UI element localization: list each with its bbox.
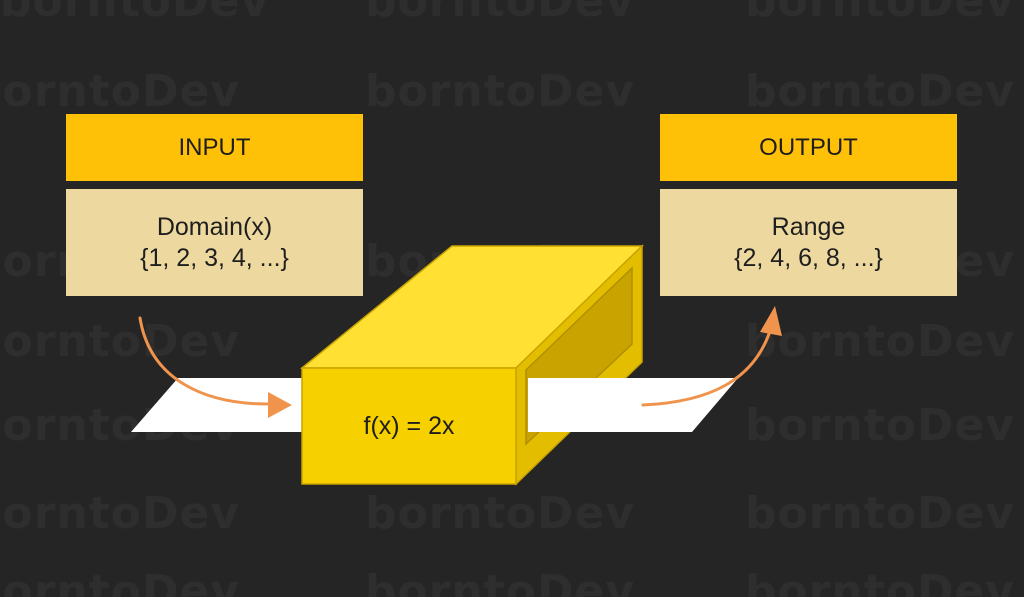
- watermark-text: borntoDev: [745, 566, 1016, 597]
- output-header: OUTPUT: [660, 114, 957, 189]
- watermark-text: borntoDev: [365, 566, 636, 597]
- input-arrow: [138, 316, 274, 406]
- function-label: f(x) = 2x: [363, 412, 455, 440]
- watermark-text: borntoDev: [365, 488, 636, 539]
- output-arrow-head: [760, 306, 782, 336]
- input-arrow-head: [268, 392, 292, 418]
- watermark-text: borntoDev: [0, 566, 241, 597]
- watermark-text: borntoDev: [0, 66, 241, 117]
- watermark-text: borntoDev: [745, 66, 1016, 117]
- input-paper-strip: [131, 378, 302, 432]
- output-body: Range {2, 4, 6, 8, ...}: [660, 189, 957, 296]
- input-header: INPUT: [66, 114, 363, 189]
- watermark-text: borntoDev: [365, 66, 636, 117]
- input-values: {1, 2, 3, 4, ...}: [140, 243, 289, 272]
- watermark-text: borntoDev: [745, 0, 1016, 27]
- output-values: {2, 4, 6, 8, ...}: [734, 243, 883, 272]
- watermark-text: borntoDev: [365, 0, 636, 27]
- input-box: INPUT Domain(x) {1, 2, 3, 4, ...}: [66, 114, 363, 296]
- watermark-text: borntoDev: [0, 316, 241, 367]
- watermark-text: borntoDev: [745, 316, 1016, 367]
- watermark-text: borntoDev: [745, 488, 1016, 539]
- watermark-text: borntoDev: [0, 488, 241, 539]
- output-arrow: [641, 326, 773, 407]
- machine-front-face: [301, 367, 517, 485]
- watermark-text: borntoDev: [745, 400, 1016, 451]
- output-title: Range: [771, 212, 846, 241]
- input-title: Domain(x): [156, 212, 273, 241]
- output-box: OUTPUT Range {2, 4, 6, 8, ...}: [660, 114, 957, 296]
- output-paper-strip: [528, 378, 738, 432]
- watermark-text: borntoDev: [0, 0, 271, 27]
- input-body: Domain(x) {1, 2, 3, 4, ...}: [66, 189, 363, 296]
